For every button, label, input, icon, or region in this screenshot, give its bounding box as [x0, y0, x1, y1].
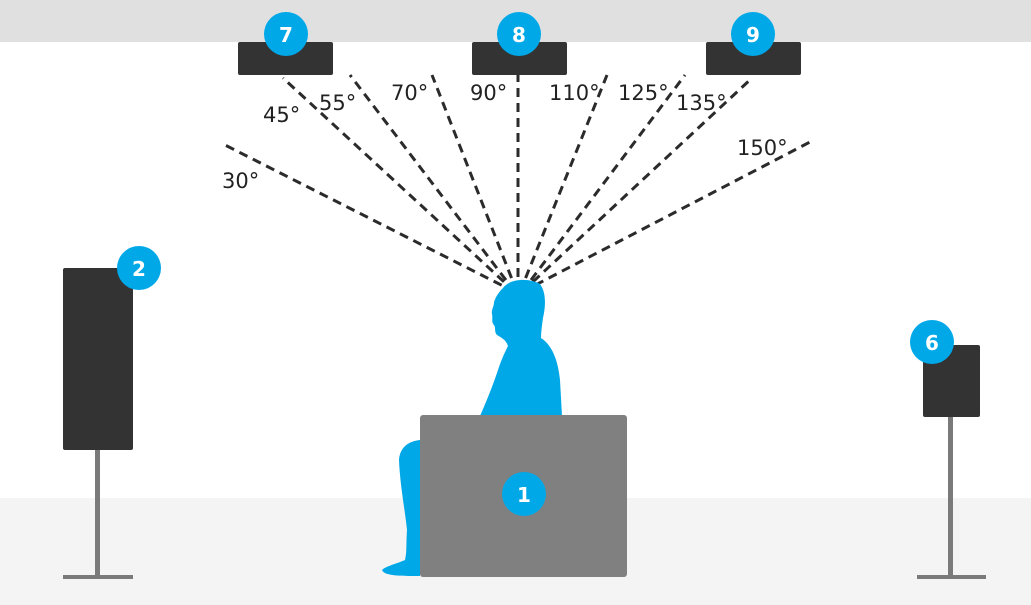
badge-1: 1 — [502, 472, 546, 516]
svg-text:8: 8 — [512, 23, 526, 47]
badge-6: 6 — [910, 320, 954, 364]
svg-text:2: 2 — [132, 257, 146, 281]
ray-150 — [521, 140, 811, 294]
angle-label-110: 110° — [549, 81, 600, 105]
ray-70 — [430, 74, 519, 293]
angle-label-55: 55° — [319, 91, 356, 115]
badge-7: 7 — [264, 12, 308, 56]
ray-55 — [348, 74, 517, 293]
angle-label-135: 135° — [676, 91, 727, 115]
ray-30 — [224, 143, 516, 294]
ray-45 — [281, 76, 517, 294]
angle-rays — [224, 74, 811, 294]
ray-135 — [520, 76, 754, 294]
listener-silhouette — [382, 279, 562, 576]
angle-label-125: 125° — [618, 81, 669, 105]
ceiling-speaker-right — [706, 42, 801, 75]
angle-label-150: 150° — [737, 136, 788, 160]
svg-text:1: 1 — [517, 483, 531, 507]
ceiling-speaker-center — [472, 42, 567, 75]
angle-label-45: 45° — [263, 103, 300, 127]
ray-110 — [518, 74, 609, 293]
svg-text:7: 7 — [279, 23, 293, 47]
svg-text:6: 6 — [925, 331, 939, 355]
front-speaker — [63, 268, 133, 579]
badge-9: 9 — [731, 12, 775, 56]
svg-text:9: 9 — [746, 23, 760, 47]
ceiling-speaker-left — [238, 42, 333, 75]
ray-125 — [520, 74, 687, 293]
badge-8: 8 — [497, 12, 541, 56]
angle-label-90: 90° — [470, 81, 507, 105]
angle-label-30: 30° — [222, 169, 259, 193]
badge-2: 2 — [117, 246, 161, 290]
angle-label-70: 70° — [391, 81, 428, 105]
